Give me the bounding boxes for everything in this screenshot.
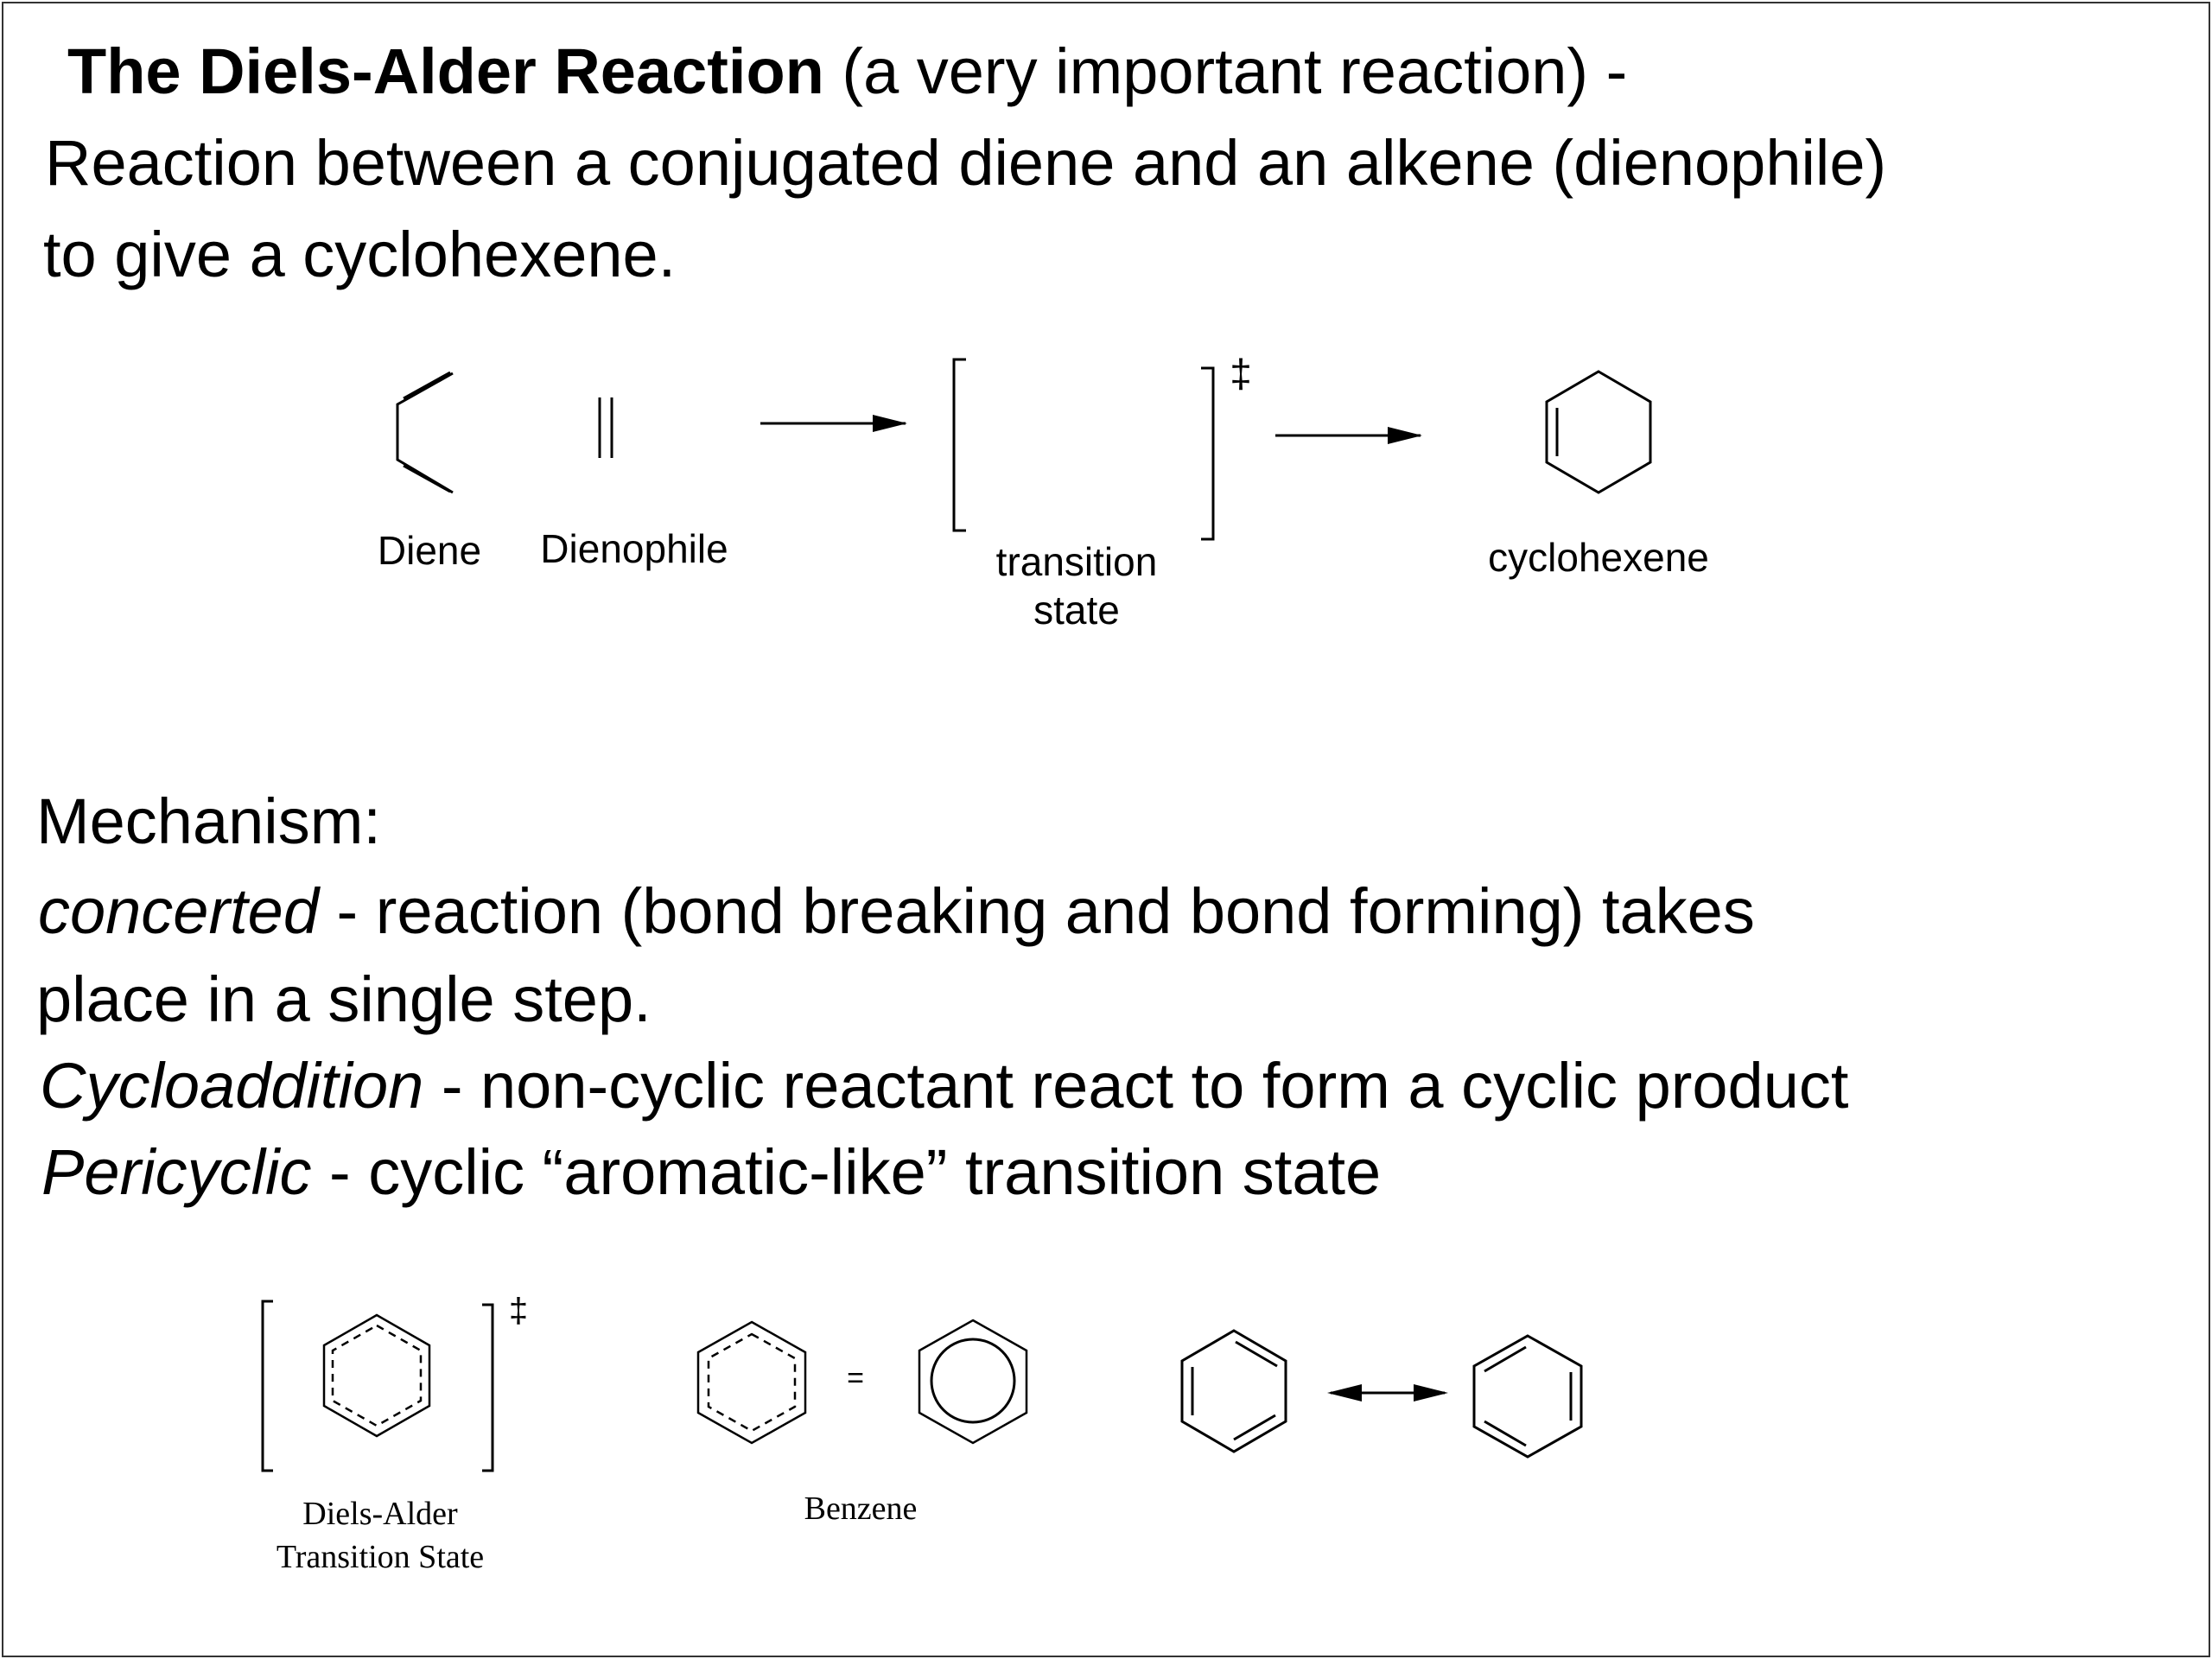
pericyclic-text: - cyclic “aromatic-like” transition stat… xyxy=(311,1136,1382,1208)
ts-label-line1: transition xyxy=(996,539,1158,584)
intro-title: The Diels-Alder Reaction xyxy=(67,35,824,107)
da-ts-label-line2: Transition State xyxy=(276,1539,484,1575)
ts-right-bracket xyxy=(1201,366,1215,541)
diene-structure xyxy=(396,371,454,494)
da-ts-double-dagger: ‡ xyxy=(509,1292,528,1330)
cycloaddition-term: Cycloaddition xyxy=(40,1050,424,1122)
intro-title-note: (a very important reaction) - xyxy=(842,35,1628,107)
ts-left-bracket xyxy=(952,358,966,532)
diene-double-bond-top xyxy=(403,371,451,400)
benzene-dashed-structure xyxy=(696,1320,807,1445)
da-ts-partial-bonds xyxy=(331,1324,423,1427)
mechanism-cycloaddition-line: Cycloaddition - non-cyclic reactant reac… xyxy=(40,1054,1848,1118)
benzene-equals: = xyxy=(847,1362,864,1395)
intro-line-2: Reaction between a conjugated diene and … xyxy=(45,127,1887,199)
kekule-structure-2 xyxy=(1472,1334,1583,1459)
mechanism-concerted-line: concerted - reaction (bond breaking and … xyxy=(38,880,1755,944)
transition-state-brackets xyxy=(952,358,1215,541)
intro-line-3: to give a cyclohexene. xyxy=(43,219,677,290)
da-ts-label-line1: Diels-Alder xyxy=(302,1496,458,1532)
ts-double-dagger: ‡ xyxy=(1230,351,1252,396)
cycloaddition-text: - non-cyclic reactant react to form a cy… xyxy=(423,1050,1849,1122)
diene-double-bond-bottom xyxy=(403,464,451,493)
kekule-structure-1 xyxy=(1180,1329,1287,1453)
mechanism-pericyclic-line: Pericyclic - cyclic “aromatic-like” tran… xyxy=(41,1141,1381,1205)
reaction-arrow-1-head xyxy=(873,415,907,432)
da-transition-state-brackets xyxy=(261,1300,494,1472)
cyclohexene-structure xyxy=(1545,370,1652,494)
benzene-circle-structure xyxy=(918,1319,1028,1445)
mechanism-concerted-line-2: place in a single step. xyxy=(36,963,652,1035)
benzene-label: Benzene xyxy=(804,1491,918,1527)
da-ts-ring xyxy=(322,1313,431,1438)
ts-label-line2: state xyxy=(1033,588,1120,632)
reaction-arrow-2-head xyxy=(1388,427,1422,444)
diene-label: Diene xyxy=(378,528,481,573)
concerted-term: concerted xyxy=(38,875,319,947)
resonance-arrow-right-head xyxy=(1414,1384,1448,1402)
concerted-text: - reaction (bond breaking and bond formi… xyxy=(318,875,1755,947)
mechanism-heading: Mechanism: xyxy=(36,785,381,857)
dienophile-structure xyxy=(598,397,613,458)
resonance-arrow-left-head xyxy=(1327,1384,1362,1402)
cyclohexene-label: cyclohexene xyxy=(1488,535,1709,580)
intro-title-line: The Diels-Alder Reaction (a very importa… xyxy=(67,40,1627,104)
pericyclic-term: Pericyclic xyxy=(41,1136,312,1208)
dienophile-label: Dienophile xyxy=(540,526,728,571)
